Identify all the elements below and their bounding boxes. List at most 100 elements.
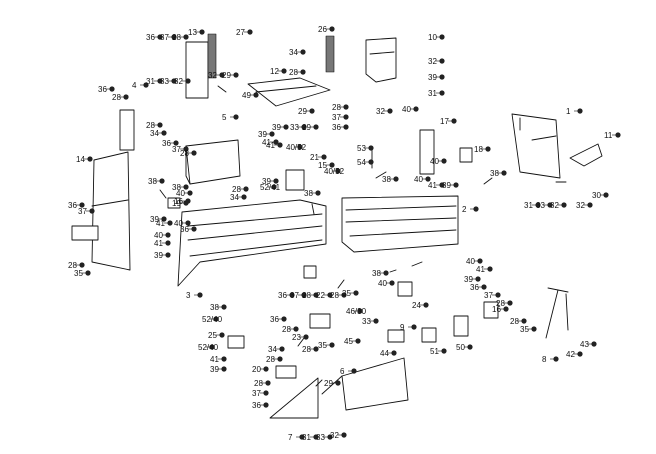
part-label-33: 33: [362, 317, 371, 326]
washer-marker: [197, 292, 203, 298]
part-label-28: 28: [332, 103, 341, 112]
part-12-rail: [247, 77, 331, 107]
washer-marker: [313, 346, 319, 352]
washer-marker: [603, 192, 609, 198]
washer-marker: [335, 380, 341, 386]
washer-marker: [531, 326, 537, 332]
washer-marker: [185, 78, 191, 84]
washer-marker: [157, 78, 163, 84]
bolts: [159, 85, 567, 387]
part-label-32: 32: [576, 201, 585, 210]
part-label-36: 36: [278, 291, 287, 300]
part-label-44: 44: [380, 349, 389, 358]
part-label-25: 25: [208, 331, 217, 340]
part-label-38: 38: [372, 269, 381, 278]
washer-marker: [253, 92, 259, 98]
washer-marker: [309, 108, 315, 114]
washer-marker: [315, 190, 321, 196]
part-label-34: 34: [268, 345, 277, 354]
washer-marker: [439, 58, 445, 64]
washer-marker: [383, 270, 389, 276]
washer-marker: [521, 318, 527, 324]
part-label-7: 7: [288, 433, 293, 442]
washer-marker: [185, 198, 191, 204]
washer-marker: [439, 34, 445, 40]
part-label-38: 38: [382, 175, 391, 184]
part-5-cover: [185, 139, 241, 185]
washer-marker: [439, 90, 445, 96]
part-label-36: 36: [252, 401, 261, 410]
washer-marker: [587, 202, 593, 208]
part-label-39: 39: [258, 130, 267, 139]
part-label-28: 28: [146, 121, 155, 130]
washer-marker: [263, 402, 269, 408]
washer-marker: [221, 356, 227, 362]
part-label-39: 39: [262, 177, 271, 186]
washer-marker: [423, 302, 429, 308]
washer-marker: [485, 146, 491, 152]
washer-marker: [173, 140, 179, 146]
washer-marker: [277, 142, 283, 148]
part-label-11: 11: [604, 131, 613, 140]
part-26-strip: [325, 35, 335, 73]
part-label-27: 27: [236, 28, 245, 37]
part-label-41: 41: [156, 219, 165, 228]
part-label-33: 33: [316, 433, 325, 442]
washer-marker: [243, 186, 249, 192]
part-label-36: 36: [332, 123, 341, 132]
washer-marker: [213, 316, 219, 322]
part-label-32: 32: [174, 77, 183, 86]
washer-marker: [157, 34, 163, 40]
washer-marker: [281, 68, 287, 74]
part-label-28: 28: [68, 261, 77, 270]
part-label-51: 51: [430, 347, 439, 356]
washer-marker: [451, 118, 457, 124]
washer-marker: [165, 240, 171, 246]
part-label-31: 31: [302, 433, 311, 442]
part-label-8: 8: [542, 355, 547, 364]
part-6-lower-plate: [321, 357, 409, 411]
part-label-41: 41: [210, 355, 219, 364]
washer-marker: [507, 300, 513, 306]
part-label-2: 2: [462, 205, 467, 214]
misc-brackets: [167, 129, 499, 379]
part-label-9: 9: [400, 323, 405, 332]
part-label-26: 26: [318, 25, 327, 34]
part-label-40: 40: [402, 105, 411, 114]
washer-marker: [329, 26, 335, 32]
washer-marker: [473, 206, 479, 212]
part-label-36: 36: [180, 225, 189, 234]
washer-marker: [413, 106, 419, 112]
part-label-28: 28: [254, 379, 263, 388]
part-label-28: 28: [302, 345, 311, 354]
part-4-bracket: [119, 109, 135, 151]
washer-marker: [577, 108, 583, 114]
washer-marker: [273, 139, 279, 145]
part-label-35: 35: [74, 269, 83, 278]
part-label-32: 32: [550, 201, 559, 210]
part-label-45: 45: [344, 337, 353, 346]
washer-marker: [185, 220, 191, 226]
part-label-43: 43: [580, 340, 589, 349]
washer-marker: [171, 34, 177, 40]
part-label-6: 6: [340, 367, 345, 376]
part-label-32: 32: [428, 57, 437, 66]
washer-marker: [357, 308, 363, 314]
parts-layer: [71, 33, 603, 419]
part-label-33: 33: [160, 77, 169, 86]
washer-marker: [299, 434, 305, 440]
washer-marker: [89, 208, 95, 214]
part-label-35: 35: [342, 289, 351, 298]
part-label-32: 32: [376, 107, 385, 116]
washer-marker: [300, 49, 306, 55]
washer-marker: [615, 132, 621, 138]
washer-marker: [441, 348, 447, 354]
washer-marker: [368, 145, 374, 151]
part-label-29: 29: [222, 71, 231, 80]
part-label-52-40: 52/40: [202, 315, 223, 324]
washer-marker: [355, 338, 361, 344]
part-label-35: 35: [318, 341, 327, 350]
part-label-40: 40: [466, 257, 475, 266]
part-label-40: 40: [414, 175, 423, 184]
